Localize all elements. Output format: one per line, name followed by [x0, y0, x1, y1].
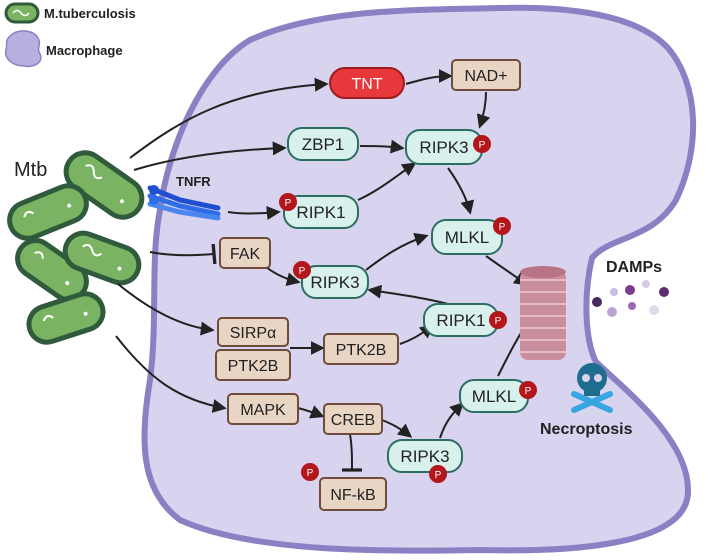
node-ptk2b-a: PTK2B: [215, 349, 291, 381]
svg-text:CREB: CREB: [331, 412, 375, 429]
arrow-creb-inhibits-nfkb: [341, 433, 363, 472]
arrow-mtb-inhibits-fak: [149, 243, 217, 265]
node-mlkl-top: MLKL: [431, 219, 503, 255]
svg-text:PTK2B: PTK2B: [228, 358, 279, 375]
phospho-badge-ripk3-top: P: [473, 135, 491, 153]
mtb-label: Mtb: [14, 159, 47, 181]
arrow-mtb-to-mapk: [115, 335, 227, 413]
node-mapk: MAPK: [227, 393, 299, 425]
svg-text:MLKL: MLKL: [472, 387, 516, 406]
phospho-badge-ripk1-top: P: [279, 193, 297, 211]
svg-text:P: P: [525, 386, 532, 397]
legend-bacteria-label: M.tuberculosis: [44, 6, 136, 21]
phospho-badge-mlkl-top: P: [493, 217, 511, 235]
node-sirpa: SIRPα: [217, 317, 289, 347]
arrow-ripk1-to-ripk3-mid: [367, 284, 449, 305]
svg-text:RIPK3: RIPK3: [400, 447, 449, 466]
phospho-markers: P P P P P P P P: [279, 135, 537, 483]
arrow-tnt-to-nad: [405, 69, 453, 85]
svg-text:P: P: [499, 222, 506, 233]
node-ripk1-top: RIPK1: [283, 195, 359, 229]
phospho-badge-mlkl-bottom: P: [519, 381, 537, 399]
arrow-mtb-to-zbp1: [133, 141, 287, 171]
node-ripk3-top: RIPK3: [405, 129, 483, 165]
node-fak: FAK: [219, 237, 271, 269]
svg-text:TNT: TNT: [351, 76, 382, 93]
arrow-ripk3-to-mlkl-bottom: [439, 402, 464, 439]
svg-text:NAD+: NAD+: [464, 68, 507, 85]
arrow-zbp1-to-ripk3: [359, 139, 405, 154]
arrow-ripk3-to-mlkl: [447, 167, 475, 215]
legend-macrophage-label: Macrophage: [46, 43, 123, 58]
arrow-mtb-to-sirpa: [117, 283, 215, 336]
node-creb: CREB: [323, 403, 383, 435]
svg-text:P: P: [307, 468, 314, 479]
svg-text:P: P: [285, 198, 292, 209]
phospho-badge-nfkb: P: [301, 463, 319, 481]
node-zbp1: ZBP1: [287, 127, 359, 161]
svg-text:MLKL: MLKL: [445, 228, 489, 247]
legend: M.tuberculosis Macrophage: [4, 2, 136, 68]
node-ripk1-mid: RIPK1: [423, 303, 499, 337]
skull-crossbones-icon: [571, 363, 613, 413]
arrow-nad-to-ripk3: [476, 91, 491, 129]
node-ripk3-bottom: RIPK3: [387, 439, 463, 473]
necroptosis-label: Necroptosis: [540, 421, 633, 438]
node-nad: NAD+: [451, 59, 521, 91]
macrophage-legend-icon: [4, 30, 42, 68]
svg-text:P: P: [479, 140, 486, 151]
svg-text:SIRPα: SIRPα: [230, 325, 277, 342]
phospho-badge-ripk3-mid: P: [293, 261, 311, 279]
svg-text:PTK2B: PTK2B: [336, 342, 387, 359]
arrow-ripk1-to-ripk3: [357, 162, 417, 201]
damps-particles: [592, 280, 669, 317]
phospho-badge-ripk1-mid: P: [489, 311, 507, 329]
svg-text:RIPK3: RIPK3: [419, 138, 468, 157]
arrow-ripk3-to-mlkl-mid: [365, 232, 429, 271]
tnfr-label: TNFR: [176, 174, 211, 189]
node-ptk2b-b: PTK2B: [323, 333, 399, 365]
svg-text:FAK: FAK: [230, 246, 261, 263]
svg-text:ZBP1: ZBP1: [302, 135, 345, 154]
node-mlkl-bottom: MLKL: [459, 379, 529, 413]
node-ripk3-mid: RIPK3: [301, 265, 369, 299]
arrow-tnfr-to-ripk1: [227, 206, 281, 220]
arrow-creb-to-ripk3: [381, 419, 413, 438]
svg-text:RIPK3: RIPK3: [310, 273, 359, 292]
svg-text:P: P: [495, 316, 502, 327]
svg-text:P: P: [299, 266, 306, 277]
phospho-badge-ripk3-bottom: P: [429, 465, 447, 483]
svg-text:MAPK: MAPK: [240, 402, 286, 419]
mlkl-pore: [520, 266, 566, 360]
node-tnt: TNT: [329, 67, 405, 99]
node-nfkb: NF-kB: [319, 477, 387, 511]
bacterium: [7, 183, 89, 241]
mtb-bacteria-cluster: [7, 150, 145, 345]
bacterium: [26, 291, 106, 345]
svg-text:P: P: [435, 470, 442, 481]
pathway-arrows: [115, 69, 534, 472]
svg-text:NF-kB: NF-kB: [330, 487, 375, 504]
arrow-mtb-to-tnt: [129, 77, 329, 159]
svg-text:RIPK1: RIPK1: [436, 311, 485, 330]
damps-label: DAMPs: [606, 259, 662, 276]
bacterium: [63, 150, 145, 220]
bacteria-legend-icon: [4, 2, 40, 24]
svg-text:RIPK1: RIPK1: [296, 203, 345, 222]
tnfr-receptor-icon: [147, 185, 221, 221]
bacterium: [62, 230, 142, 286]
arrow-mapk-to-creb: [297, 405, 325, 419]
